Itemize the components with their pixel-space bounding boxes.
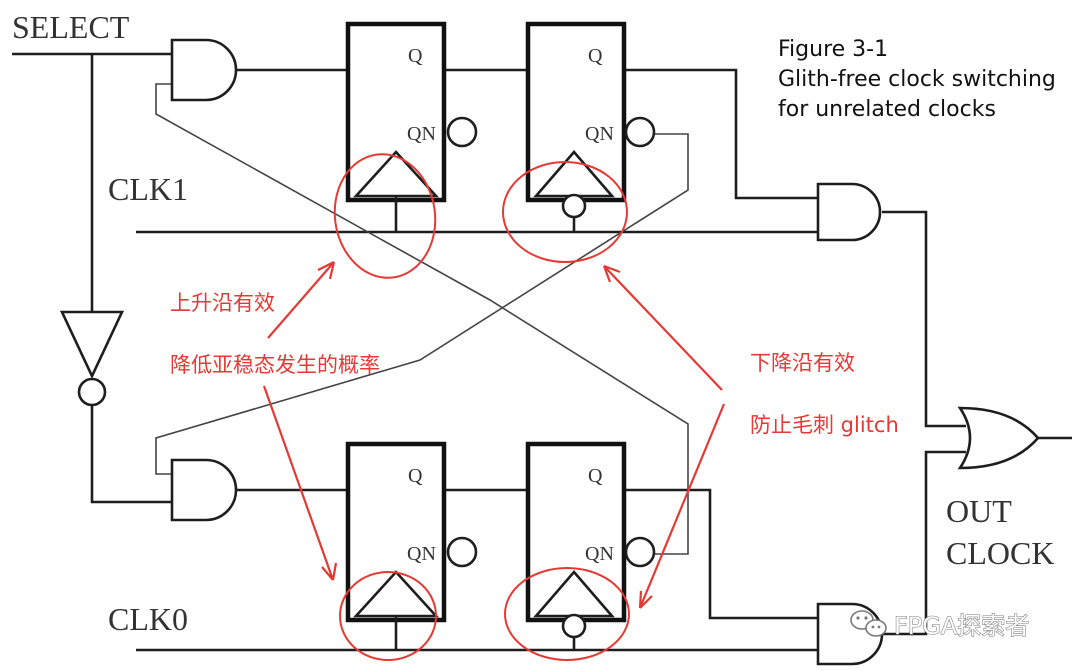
arrow-falling-top bbox=[602, 264, 723, 391]
and-gate-top bbox=[170, 38, 238, 102]
note-metastability: 降低亚稳态发生的概率 bbox=[170, 353, 380, 377]
caption-line-1: Figure 3-1 bbox=[778, 37, 888, 62]
qn-bottom-feedback bbox=[155, 83, 689, 555]
ff-top-1-q-label: Q bbox=[408, 45, 423, 67]
inverter-gate bbox=[59, 310, 125, 380]
select-inv-out bbox=[90, 405, 172, 504]
note-glitch: 防止毛刺 glitch bbox=[750, 413, 899, 437]
clk1-label: CLK1 bbox=[108, 171, 188, 207]
annotation-marks bbox=[262, 153, 726, 661]
arrow-falling-bottom bbox=[638, 403, 726, 609]
highlight-ff-top-1-clock bbox=[333, 153, 437, 279]
wechat-icon bbox=[850, 610, 887, 637]
ff-top-2-qn-label: QN bbox=[585, 123, 614, 145]
outand1-to-or bbox=[882, 210, 966, 428]
out-label: OUT bbox=[946, 493, 1012, 529]
outand2-to-or bbox=[882, 450, 966, 636]
clk0-label: CLK0 bbox=[108, 601, 188, 637]
highlight-ff-top-2-clock bbox=[502, 161, 628, 263]
clock-invert-bubble bbox=[561, 613, 587, 639]
note-rising-edge: 上升沿有效 bbox=[170, 291, 275, 315]
qn-bubble bbox=[446, 116, 478, 148]
inverter-bubble bbox=[77, 377, 107, 407]
select-label: SELECT bbox=[12, 9, 130, 45]
wires bbox=[12, 52, 1072, 652]
qn-bubble bbox=[446, 536, 478, 568]
ff-top-2-q-label: Q bbox=[588, 45, 603, 67]
arrow-rising-bottom bbox=[262, 385, 338, 581]
ff-bottom-2-q-label: Q bbox=[588, 465, 603, 487]
ff-bottom-1-q-label: Q bbox=[408, 465, 423, 487]
clock-label: CLOCK bbox=[946, 535, 1054, 571]
or-gate-output bbox=[957, 406, 1040, 470]
highlight-ff-bottom-1-clock bbox=[339, 571, 437, 661]
caption-line-3: for unrelated clocks bbox=[778, 97, 996, 122]
flip-flop-bottom-2 bbox=[525, 441, 656, 650]
ff4-q-to-outand bbox=[626, 488, 818, 620]
flip-flop-top-1 bbox=[345, 21, 478, 232]
qn-bubble bbox=[624, 116, 656, 148]
watermark-text: FPGA探索者 bbox=[894, 612, 1029, 640]
qn-bubble bbox=[624, 536, 656, 568]
caption-line-2: Glith-free clock switching bbox=[778, 67, 1056, 92]
ff2-q-to-outand bbox=[626, 68, 818, 200]
and-gate-output-top bbox=[816, 182, 882, 242]
arrow-rising-top bbox=[267, 261, 336, 339]
ff-bottom-2-qn-label: QN bbox=[585, 543, 614, 565]
ff-top-1-qn-label: QN bbox=[407, 123, 436, 145]
note-falling-edge: 下降沿有效 bbox=[750, 351, 855, 375]
highlight-ff-bottom-2-clock bbox=[504, 567, 630, 661]
clock-invert-bubble bbox=[561, 193, 587, 219]
watermark: FPGA探索者 bbox=[850, 610, 1030, 641]
flip-flop-top-2 bbox=[525, 21, 656, 232]
qn-top-feedback bbox=[155, 133, 689, 475]
and-gate-bottom bbox=[170, 458, 238, 522]
ff-bottom-1-qn-label: QN bbox=[407, 543, 436, 565]
